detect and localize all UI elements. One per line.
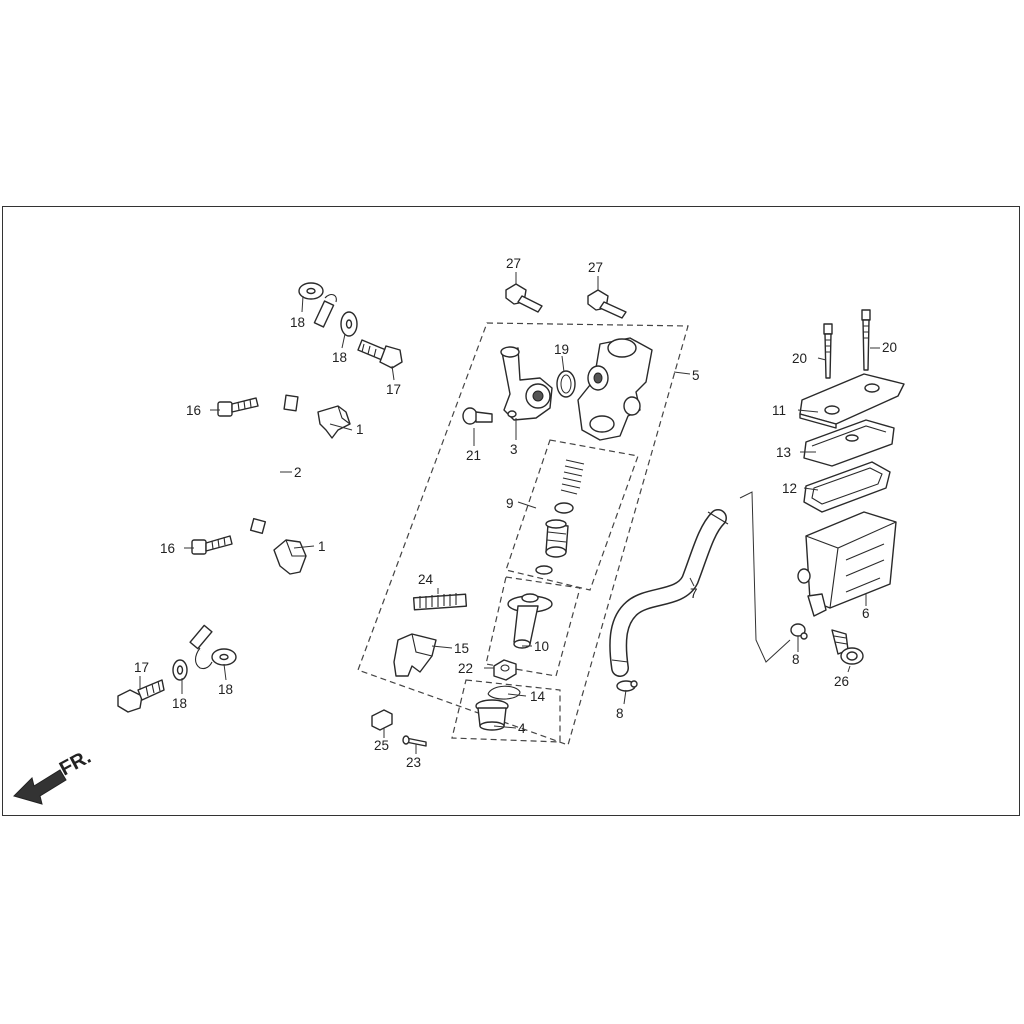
callout-27-left: 27 <box>506 256 521 271</box>
o-ring <box>556 370 576 398</box>
callout-10: 10 <box>534 639 549 654</box>
callout-19: 19 <box>554 342 569 357</box>
callout-18-c: 18 <box>172 696 187 711</box>
callout-17-bottom: 17 <box>134 660 149 675</box>
callout-21: 21 <box>466 448 481 463</box>
callout-15: 15 <box>454 641 469 656</box>
leader-lines <box>139 272 880 754</box>
bolt-27-left <box>505 283 543 313</box>
callout-16-bottom: 16 <box>160 541 175 556</box>
callout-24: 24 <box>418 572 434 587</box>
callout-14: 14 <box>530 689 546 704</box>
washer-18-a <box>298 282 324 300</box>
callout-20-left: 20 <box>792 351 807 366</box>
cap-screw-20-right <box>861 309 871 371</box>
callout-4: 4 <box>518 721 526 736</box>
hose-clamp-1-top <box>317 405 351 439</box>
callout-6: 6 <box>862 606 870 621</box>
callout-8-upper: 8 <box>792 652 800 667</box>
piston-spring-set <box>535 459 585 575</box>
callout-1-top: 1 <box>356 422 364 437</box>
hose-clamp-1-bottom <box>273 539 307 575</box>
assembly-group-4-outline <box>451 679 561 743</box>
callout-5: 5 <box>692 368 700 383</box>
brake-hose <box>189 293 337 670</box>
callout-18-d: 18 <box>218 682 233 697</box>
callout-1-bottom: 1 <box>318 539 326 554</box>
spring-24 <box>412 593 468 611</box>
callout-22: 22 <box>458 661 473 676</box>
callout-18-b: 18 <box>332 350 347 365</box>
callout-3: 3 <box>510 442 518 457</box>
assembly-group-9-outline <box>505 439 639 591</box>
callout-9: 9 <box>506 496 514 511</box>
cap-screw-20-left <box>823 323 833 379</box>
diaphragm-plate <box>803 419 895 467</box>
fluid-reservoir <box>797 511 897 617</box>
hose-joint-fitting <box>500 346 553 421</box>
washer-18-d <box>211 648 237 666</box>
washer-18-c <box>172 659 188 681</box>
bolt-27-right <box>587 289 627 319</box>
callout-27-right: 27 <box>588 260 603 275</box>
bolt-21 <box>462 407 493 425</box>
callout-11: 11 <box>772 403 786 418</box>
callout-25: 25 <box>374 738 389 753</box>
callout-7: 7 <box>690 586 698 601</box>
reservoir-hose <box>609 509 729 677</box>
banjo-bolt-17-bottom <box>117 679 165 713</box>
callout-18-a: 18 <box>290 315 305 330</box>
master-cylinder-body <box>577 337 653 441</box>
hose-clamp-8-lower <box>616 680 638 692</box>
callout-8-lower: 8 <box>616 706 624 721</box>
callout-23: 23 <box>406 755 421 770</box>
bolt-16-top <box>217 397 259 417</box>
bolt-16-bottom <box>191 535 233 555</box>
callout-16-top: 16 <box>186 403 201 418</box>
bolt-26 <box>831 629 864 665</box>
callout-13: 13 <box>776 445 791 460</box>
callout-17-top: 17 <box>386 382 401 397</box>
callout-12: 12 <box>782 481 797 496</box>
callout-20-right: 20 <box>882 340 897 355</box>
nut-22 <box>493 659 517 681</box>
washer-18-b <box>340 311 358 337</box>
callout-2: 2 <box>294 465 302 480</box>
reservoir-cap <box>799 373 905 429</box>
callout-26: 26 <box>834 674 849 689</box>
circlip <box>487 685 521 700</box>
clip-25 <box>371 709 393 731</box>
pin-23 <box>402 735 427 747</box>
diaphragm <box>803 461 891 513</box>
push-rod <box>507 593 553 649</box>
hose-clamp-8-upper <box>790 623 808 640</box>
diagram-frame <box>2 206 1020 816</box>
banjo-bolt-17-top <box>357 339 403 369</box>
callout-labels: 1 1 2 3 4 5 6 7 8 8 9 10 11 12 13 14 15 … <box>134 256 897 770</box>
clevis-joint <box>393 633 437 677</box>
dust-boot <box>475 699 509 731</box>
assembly-group-5-outline <box>357 322 689 746</box>
front-direction-arrow <box>13 769 67 805</box>
